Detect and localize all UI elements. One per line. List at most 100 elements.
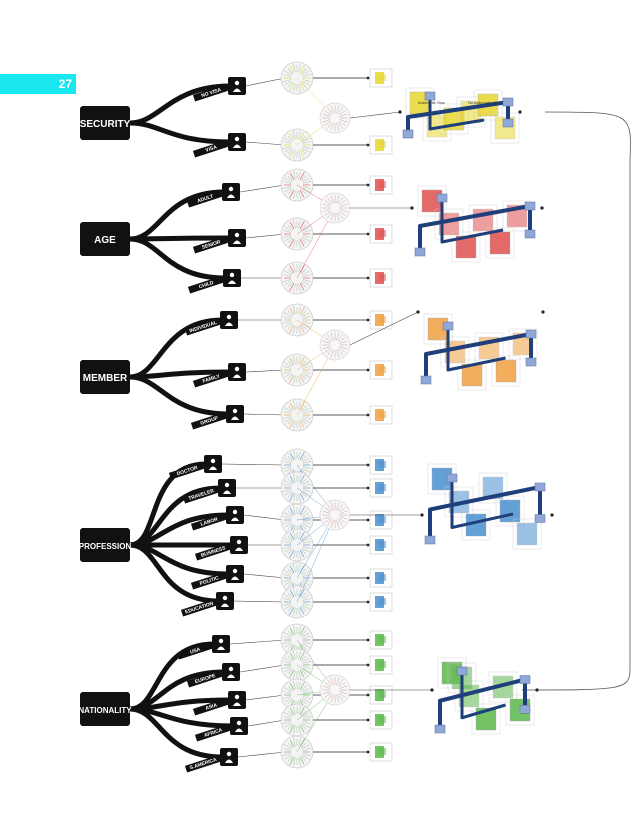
visualization-annotation-1: No Automatic Visa	[468, 100, 501, 105]
tag-link-nationality-3	[247, 719, 286, 727]
mini-cube-profession-1	[369, 478, 393, 498]
option-label-profession-5: EDUCATION	[184, 601, 214, 616]
mini-cube-nationality-4	[369, 742, 393, 762]
asia-map-icon	[228, 691, 246, 709]
option-tag-age-1: SENIOR	[192, 229, 246, 254]
senior-couple-icon	[228, 229, 246, 247]
business-icon	[230, 536, 248, 554]
option-tag-nationality-0: USA	[176, 635, 230, 660]
hub-radial-profession	[319, 499, 351, 531]
option-tag-age-0: ADULT	[186, 183, 240, 208]
mini-cube-member-1	[369, 360, 393, 380]
mini-cube-profession-0	[369, 455, 393, 475]
option-tag-profession-3: BUSINESS	[194, 536, 248, 561]
mini-cube-nationality-1	[369, 655, 393, 675]
south-america-map-icon	[220, 748, 238, 766]
usa-map-icon	[212, 635, 230, 653]
hub-radial-age	[319, 192, 351, 224]
page-number: 27	[0, 74, 76, 94]
option-label-age-0: ADULT	[196, 194, 214, 205]
mini-cube-age-0	[369, 175, 393, 195]
europe-map-icon	[222, 663, 240, 681]
option-tag-profession-4: POLITIC	[190, 565, 244, 590]
option-label-nationality-3: AFRICA	[203, 727, 223, 739]
labor-icon	[226, 506, 244, 524]
option-label-security-1: VISA	[205, 144, 218, 153]
africa-map-icon	[230, 717, 248, 735]
option-tag-nationality-3: AFRICA	[194, 717, 248, 742]
tag-link-nationality-1	[239, 664, 286, 673]
category-label-profession: PROFESSION	[79, 542, 132, 551]
tag-link-nationality-0	[229, 639, 286, 645]
category-box-profession	[80, 528, 130, 562]
category-label-member: MEMBER	[83, 373, 128, 384]
mini-cube-profession-3	[369, 535, 393, 555]
tag-link-security-0	[245, 77, 286, 87]
composite-visualization-member	[416, 310, 545, 391]
doctor-icon	[204, 455, 222, 473]
option-label-profession-2: LABOR	[200, 516, 219, 527]
visualization-annotation-0: Automatic Visa	[418, 100, 445, 105]
composite-visualization-nationality	[430, 657, 539, 735]
hub-radial-security	[319, 102, 351, 134]
category-box-security	[80, 106, 130, 140]
mini-cube-age-2	[369, 268, 393, 288]
tag-link-profession-2	[243, 514, 286, 521]
tag-link-age-0	[239, 184, 286, 193]
visa-card-icon	[228, 133, 246, 151]
branch-security-1	[127, 120, 233, 145]
tag-link-nationality-4	[237, 751, 286, 758]
option-label-member-1: FAMILY	[202, 373, 221, 384]
category-label-security: SECURITY	[80, 119, 131, 130]
politic-icon	[226, 565, 244, 583]
mini-cube-nationality-0	[369, 630, 393, 650]
branch-nationality-4	[127, 706, 225, 760]
category-group-profession: PROFESSIONDOCTORTRAVELERLABORBUSINESSPOL…	[79, 448, 554, 619]
tag-link-security-1	[245, 141, 286, 146]
branch-profession-0	[127, 461, 209, 548]
category-box-member	[80, 360, 130, 394]
tag-link-profession-0	[221, 463, 286, 466]
option-tag-profession-2: LABOR	[190, 506, 244, 531]
mini-cube-security-1	[369, 135, 393, 155]
return-connector-line	[521, 111, 631, 691]
option-tag-nationality-2: ASIA	[192, 691, 246, 716]
child-icon	[223, 269, 241, 287]
option-label-nationality-4: S.AMERICA	[189, 757, 218, 771]
branch-age-1	[127, 235, 233, 242]
hub-radial-nationality	[319, 674, 351, 706]
tag-link-member-2	[243, 413, 286, 416]
option-tag-member-2: GROUP	[190, 405, 244, 430]
category-group-age: AGE ADULT SENIOR CHILD	[80, 168, 544, 295]
mini-cube-security-0	[369, 68, 393, 88]
mini-cube-age-1	[369, 224, 393, 244]
individual-icon	[220, 311, 238, 329]
composite-visualization-age	[410, 185, 544, 263]
adult-couple-icon	[222, 183, 240, 201]
category-label-nationality: NATIONALITY	[78, 706, 132, 715]
mini-cube-profession-4	[369, 568, 393, 588]
tag-link-member-1	[245, 369, 286, 373]
option-tag-age-2: CHILD	[187, 269, 241, 294]
option-label-nationality-0: USA	[189, 647, 201, 656]
category-box-nationality	[80, 692, 130, 726]
category-label-age: AGE	[94, 235, 116, 246]
option-tag-profession-0: DOCTOR	[168, 455, 222, 480]
radial-chart-age-0	[280, 168, 314, 202]
option-label-member-2: GROUP	[200, 415, 220, 427]
mini-cube-profession-2	[369, 510, 393, 530]
family-icon	[228, 363, 246, 381]
branch-profession-5	[127, 542, 221, 604]
mini-cube-nationality-2	[369, 685, 393, 705]
hub-radial-member	[319, 329, 351, 361]
option-tag-member-1: FAMILY	[192, 363, 246, 388]
option-label-age-1: SENIOR	[201, 239, 221, 251]
branch-age-2	[127, 236, 228, 281]
composite-visualization-profession	[420, 463, 554, 550]
option-tag-security-1: VISA	[192, 133, 246, 158]
mini-cube-profession-5	[369, 592, 393, 612]
traveler-icon	[218, 479, 236, 497]
